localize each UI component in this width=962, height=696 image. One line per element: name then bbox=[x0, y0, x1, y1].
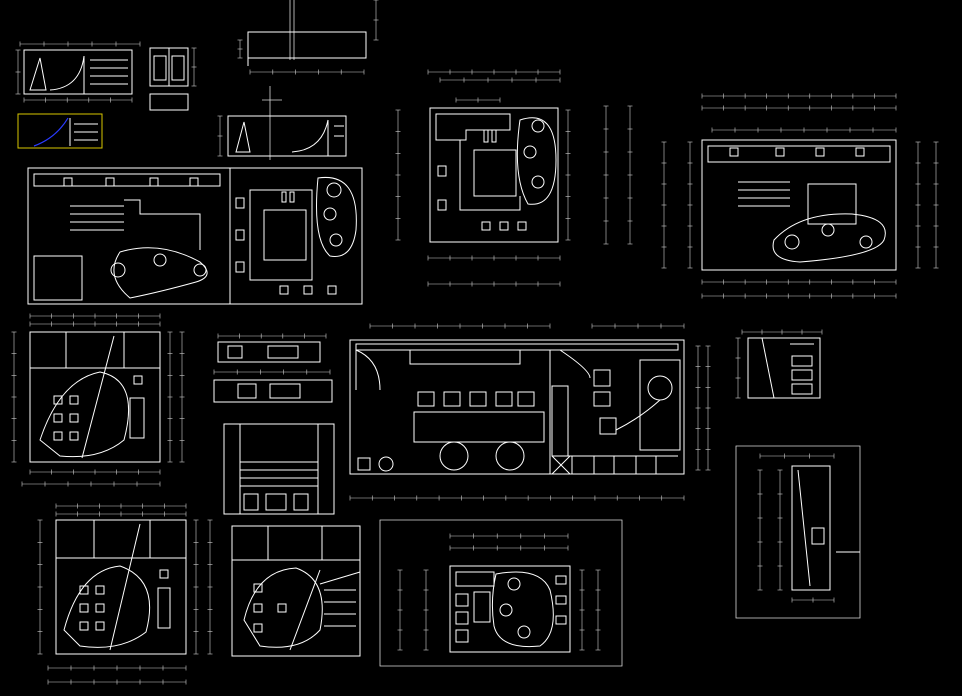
floor-plan-center bbox=[350, 326, 708, 498]
tall-cabinet-section bbox=[736, 446, 860, 618]
ceiling-plan-bottom-center bbox=[380, 520, 622, 666]
ceiling-plan-right bbox=[664, 96, 936, 296]
elevation-small-top-left bbox=[18, 44, 140, 100]
ceiling-plan-large-left bbox=[28, 168, 362, 304]
cabinet-detail bbox=[150, 48, 194, 110]
dimension-ticks bbox=[12, 0, 939, 685]
side-elevation-small-right bbox=[738, 332, 822, 398]
elevation-square-left bbox=[14, 316, 182, 484]
shelf-detail-strips bbox=[214, 336, 332, 402]
elevation-square-bottom-left bbox=[40, 506, 210, 682]
shelf-unit-elevation bbox=[224, 424, 334, 514]
elevation-square-bottom-mid bbox=[232, 526, 360, 656]
elevation-thumbnail bbox=[18, 114, 102, 148]
ceiling-plan-center-top bbox=[398, 72, 630, 284]
cabinet-elevation-small bbox=[220, 86, 346, 160]
ceiling-strip-detail bbox=[240, 0, 376, 72]
